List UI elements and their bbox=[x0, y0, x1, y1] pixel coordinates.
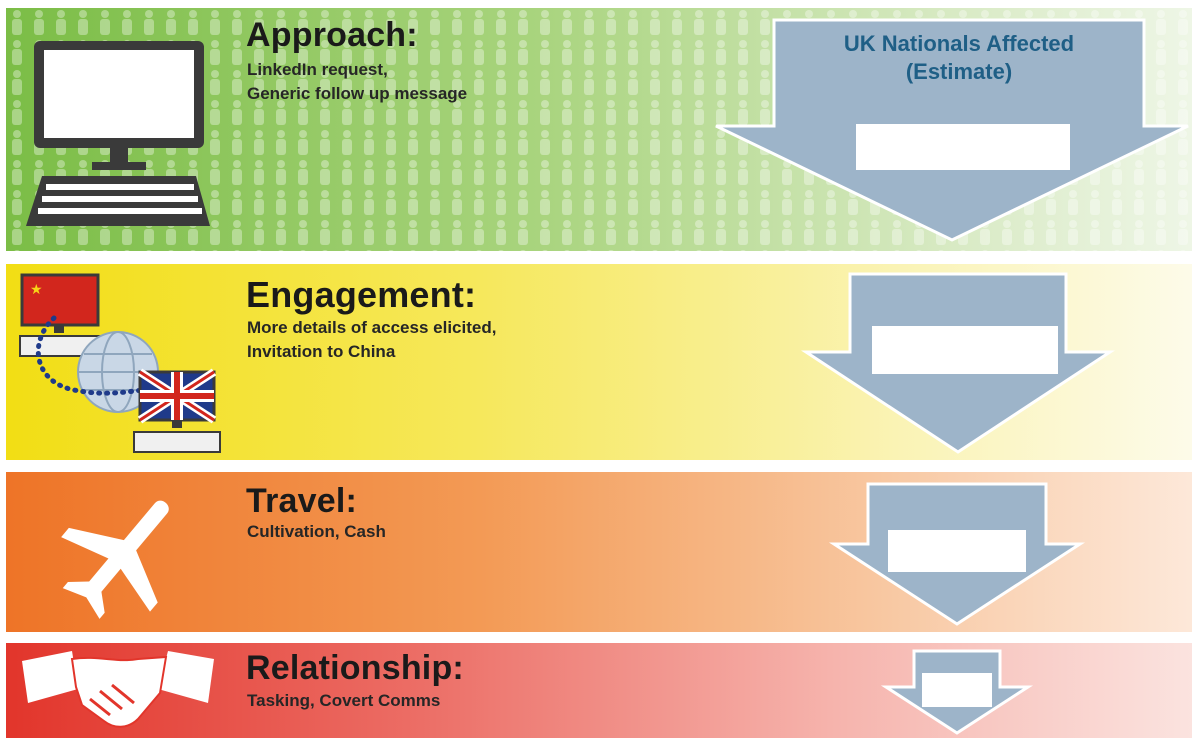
estimate-box-1 bbox=[856, 124, 1070, 170]
stage-engagement-title: Engagement: bbox=[246, 274, 477, 315]
stage-relationship: Relationship: Tasking, Covert Comms bbox=[6, 643, 1192, 738]
funnel-heading-line-2: (Estimate) bbox=[905, 59, 1013, 84]
airplane-icon bbox=[61, 500, 169, 619]
stage-relationship-title: Relationship: bbox=[246, 649, 464, 687]
stage-travel-details: Cultivation, Cash bbox=[247, 520, 386, 544]
funnel-heading: UK Nationals Affected (Estimate) bbox=[774, 30, 1144, 86]
stage-approach-details: LinkedIn request, Generic follow up mess… bbox=[247, 58, 467, 106]
svg-text:★: ★ bbox=[30, 282, 43, 298]
computer-icon bbox=[26, 41, 210, 226]
stage-relationship-detail-1: Tasking, Covert Comms bbox=[247, 691, 441, 710]
estimate-box-3 bbox=[888, 530, 1026, 572]
stage-approach-detail-1: LinkedIn request, bbox=[247, 60, 388, 79]
estimate-box-2 bbox=[872, 326, 1058, 374]
estimate-box-4 bbox=[922, 673, 992, 707]
stage-relationship-details: Tasking, Covert Comms bbox=[247, 689, 440, 713]
funnel-arrow-3 bbox=[828, 482, 1086, 626]
stage-engagement-details: More details of access elicited, Invitat… bbox=[247, 316, 496, 364]
stage-travel-title: Travel: bbox=[246, 482, 358, 520]
china-uk-globe-icon: ★ bbox=[19, 273, 221, 453]
funnel-arrow-2 bbox=[800, 272, 1116, 454]
stage-engagement-detail-2: Invitation to China bbox=[247, 342, 396, 361]
handshake-icon bbox=[22, 651, 214, 728]
stage-engagement: ★ Engagement: More details of access eli… bbox=[6, 264, 1192, 460]
stage-approach-title: Approach: bbox=[246, 16, 418, 54]
funnel-arrow-4 bbox=[880, 649, 1034, 735]
stage-travel-detail-1: Cultivation, Cash bbox=[247, 522, 386, 541]
stage-engagement-detail-1: More details of access elicited, bbox=[247, 318, 497, 337]
stage-approach: Approach: LinkedIn request, Generic foll… bbox=[6, 8, 1192, 251]
stage-travel: Travel: Cultivation, Cash bbox=[6, 472, 1192, 632]
funnel-arrow-1 bbox=[715, 18, 1189, 242]
stage-approach-detail-2: Generic follow up message bbox=[247, 84, 468, 103]
funnel-heading-line-1: UK Nationals Affected bbox=[843, 31, 1075, 56]
